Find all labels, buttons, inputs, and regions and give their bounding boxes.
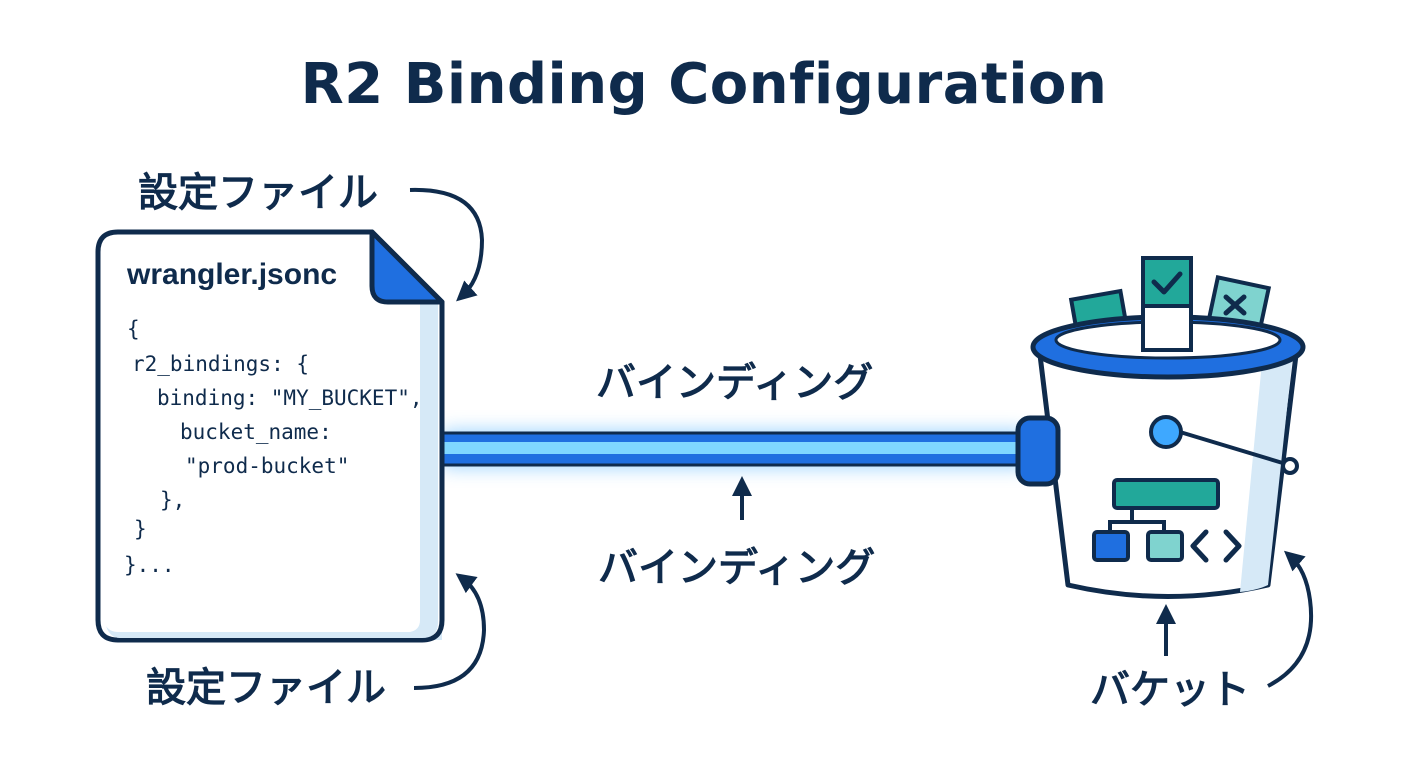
label-config-file-bottom: 設定ファイル bbox=[146, 665, 386, 711]
document-icon bbox=[95, 229, 445, 643]
code-line: }... bbox=[124, 553, 175, 577]
check-icon bbox=[1151, 271, 1183, 295]
x-icon bbox=[1223, 294, 1247, 316]
code-line: binding: "MY_BUCKET", bbox=[157, 386, 423, 410]
arrow-config-bottom bbox=[413, 573, 487, 690]
code-line: { bbox=[127, 317, 140, 341]
code-line: } bbox=[134, 517, 147, 541]
label-config-file-top: 設定ファイル bbox=[138, 170, 378, 216]
code-line: }, bbox=[160, 488, 186, 512]
label-bucket: バケット bbox=[1090, 667, 1250, 713]
code-line: r2_bindings: { bbox=[132, 352, 310, 376]
code-line: bucket_name: bbox=[180, 420, 332, 444]
arrow-bucket-curve bbox=[1267, 550, 1313, 688]
arrow-config-top bbox=[409, 187, 485, 302]
label-binding-top: バインディング bbox=[596, 360, 874, 406]
file-name: wrangler.jsonc bbox=[127, 258, 338, 291]
binding-connection bbox=[438, 430, 1032, 468]
code-line: "prod-bucket" bbox=[185, 454, 350, 478]
hierarchy-icon bbox=[1092, 478, 1220, 562]
code-brackets-icon bbox=[1190, 529, 1242, 563]
label-binding-bottom: バインディング bbox=[598, 545, 876, 591]
page-title: R2 Binding Configuration bbox=[300, 52, 1108, 117]
